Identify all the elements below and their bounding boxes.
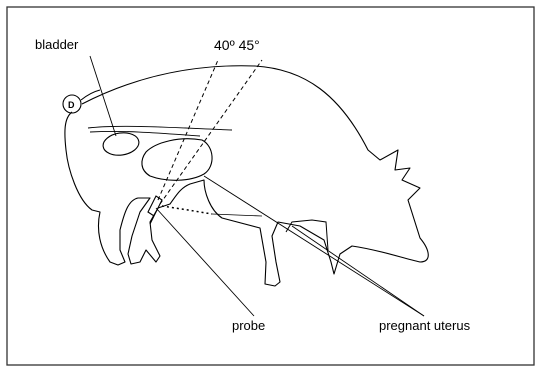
uterus-leader-a <box>204 176 424 316</box>
bladder-organ <box>102 131 141 158</box>
tail-mark: D <box>68 100 75 110</box>
bladder-label: bladder <box>35 38 78 51</box>
probe-leader <box>156 208 254 316</box>
uterus-leader-b <box>292 226 424 316</box>
probe-device <box>148 196 162 224</box>
belly-dotted-line <box>162 206 212 214</box>
pig-body-outline <box>65 66 428 286</box>
tail-connector <box>81 90 100 100</box>
diagram-frame <box>7 7 534 365</box>
bladder-leader <box>90 56 116 136</box>
angle-label: 40º 45° <box>214 38 260 52</box>
probe-label: probe <box>232 319 265 332</box>
angle-line-45 <box>160 60 262 204</box>
pregnant-uterus-label: pregnant uterus <box>379 319 470 332</box>
spine-line <box>88 126 232 136</box>
